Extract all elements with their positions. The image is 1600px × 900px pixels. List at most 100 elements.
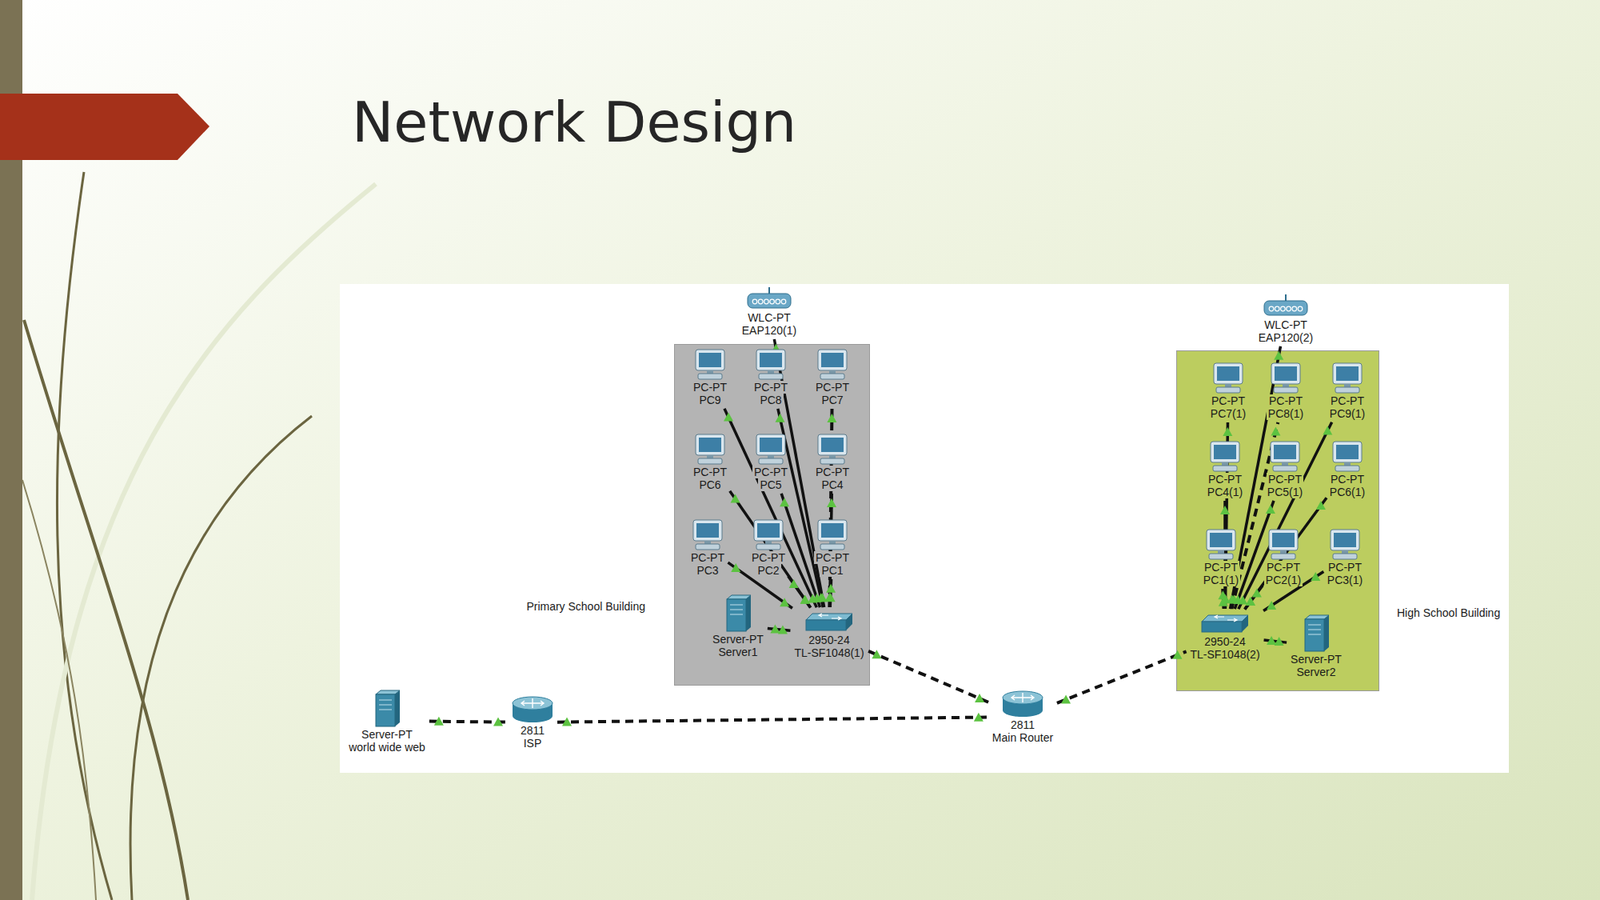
device-label: PC-PT [1209, 394, 1247, 407]
pc-icon [753, 348, 789, 381]
link-light [723, 412, 734, 422]
switch-device: 2950-24TL-SF1048(2) [1188, 610, 1261, 661]
straight-cable [774, 339, 824, 607]
straight-cable [1238, 422, 1333, 610]
device-label: PC2(1) [1264, 573, 1303, 587]
straight-cable [829, 578, 831, 607]
device-label: Server2 [1294, 665, 1337, 679]
pc-icon [1265, 528, 1301, 561]
link-light [1222, 426, 1233, 436]
pc-icon [690, 518, 726, 551]
device-label: PC-PT [1266, 472, 1304, 486]
ap-device: WLC-PTEAP120(1) [740, 287, 799, 337]
device-label: Server-PT [710, 632, 766, 646]
link-light [1270, 426, 1281, 436]
building-label: Primary School Building [522, 597, 650, 615]
device-label: Main Router [990, 730, 1055, 744]
link-light [825, 583, 836, 593]
straight-cable [1222, 588, 1224, 609]
link-light [826, 413, 837, 423]
straight-cable [1244, 585, 1263, 610]
building-label: High School Building [1392, 603, 1505, 622]
straight-cable [1263, 570, 1324, 611]
device-label: 2811 [518, 723, 547, 737]
device-label: PC1 [819, 563, 845, 577]
pc-icon [1327, 528, 1363, 561]
pc-icon [1210, 362, 1246, 395]
device-label: PC-PT [1328, 394, 1366, 407]
device-label: PC-PT [813, 380, 851, 394]
straight-cable [1264, 639, 1288, 643]
link-light [816, 592, 826, 602]
link-light [1322, 425, 1333, 435]
server-device: Server-PTworld wide web [347, 687, 427, 754]
pc-icon [753, 433, 789, 466]
device-label: Server-PT [1288, 652, 1344, 666]
device-label: PC-PT [1267, 394, 1305, 407]
crossover-cable [867, 650, 989, 703]
device-label: PC3 [694, 563, 720, 577]
device-label: PC-PT [813, 465, 851, 479]
switch-device: 2950-24TL-SF1048(1) [792, 609, 866, 659]
link-light [1266, 635, 1277, 645]
link-light [789, 578, 799, 588]
device-label: PC5(1) [1265, 485, 1305, 499]
device-label: ISP [522, 736, 544, 750]
pc-device: PC-PTPC1(1) [1201, 528, 1241, 587]
crossover-cable [829, 408, 832, 607]
device-label: 2950-24 [806, 633, 851, 647]
link-light [434, 716, 444, 726]
link-light [817, 592, 827, 602]
switch-icon [1200, 610, 1250, 635]
pc-icon [814, 348, 850, 381]
link-light [1310, 571, 1321, 581]
device-label: EAP120(2) [1256, 331, 1315, 344]
straight-cable [724, 408, 817, 608]
straight-cable [829, 493, 833, 607]
ap-device: WLC-PTEAP120(2) [1256, 294, 1315, 344]
pc-icon [814, 433, 850, 466]
device-label: PC-PT [813, 550, 851, 564]
straight-cable [1223, 500, 1227, 609]
link-light [1220, 594, 1231, 603]
link-light [800, 594, 810, 604]
pc-device: PC-PTPC2(1) [1264, 528, 1303, 587]
crossover-cable [1057, 650, 1187, 703]
pc-icon [750, 518, 787, 551]
link-light [771, 343, 782, 353]
device-label: PC7(1) [1208, 406, 1248, 420]
link-light [1245, 596, 1256, 606]
link-light [1273, 351, 1284, 360]
link-light [1228, 594, 1239, 603]
crossover-cable [1231, 422, 1278, 609]
crossover-cable [557, 716, 989, 722]
link-light [1220, 594, 1230, 603]
straight-cable [1230, 346, 1281, 609]
pc-icon [1207, 440, 1243, 473]
pc-device: PC-PTPC3(1) [1325, 528, 1365, 587]
link-light [730, 494, 741, 503]
device-label: PC-PT [750, 550, 787, 564]
straight-cable [730, 490, 811, 608]
links [429, 339, 1333, 723]
link-light [1265, 504, 1276, 514]
pc-icon [1268, 362, 1304, 395]
straight-cable [1234, 500, 1274, 609]
link-light [974, 693, 985, 703]
link-light [1232, 594, 1243, 604]
link-light [775, 413, 786, 423]
link-light [807, 593, 818, 603]
link-light [779, 597, 790, 607]
building-area: High School BuildingPC-PTPC7(1)PC-PTPC8(… [1176, 350, 1380, 691]
device-label: PC-PT [1328, 472, 1366, 486]
link-light [770, 623, 780, 633]
device-label: PC9(1) [1328, 406, 1367, 420]
pc-icon [1329, 440, 1365, 473]
link-light [825, 592, 835, 602]
pc-device: PC-PTPC8 [752, 348, 790, 407]
device-label: PC4 [819, 478, 845, 491]
pc-device: PC-PTPC5 [752, 433, 790, 491]
straight-cable [727, 562, 792, 608]
link-lights [434, 343, 1333, 727]
